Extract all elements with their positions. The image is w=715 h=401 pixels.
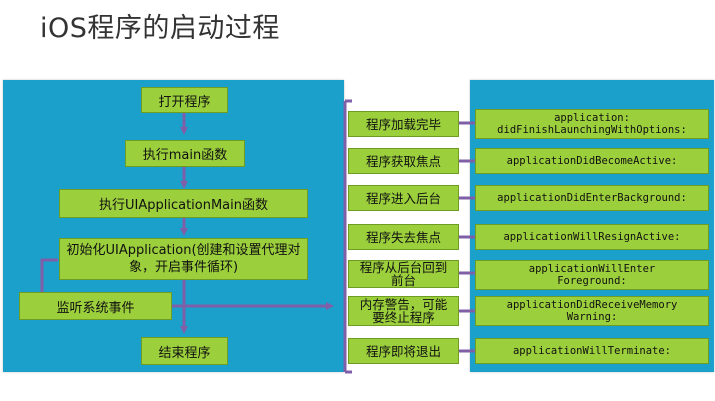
state-enter-background: 程序进入后台: [348, 185, 459, 211]
state-finish-launching: 程序加载完毕: [348, 111, 459, 137]
method-did-receive-memory-warning: applicationDidReceiveMemory Warning:: [475, 296, 709, 326]
method-will-resign-active: applicationWillResignActive:: [475, 224, 709, 250]
end-app-node: 结束程序: [141, 337, 228, 365]
listen-events-node: 监听系统事件: [19, 292, 172, 320]
method-did-finish-launching: application: didFinishLaunchingWithOptio…: [475, 109, 709, 139]
init-uiapplication-node: 初始化UIApplication(创建和设置代理对象，开启事件循环): [59, 238, 308, 280]
flow-panel: [3, 80, 344, 372]
page-title: iOS程序的启动过程: [40, 13, 280, 44]
method-did-become-active: applicationDidBecomeActive:: [475, 148, 709, 174]
method-did-enter-background: applicationDidEnterBackground:: [475, 185, 709, 211]
state-memory-warning: 内存警告，可能要终止程序: [348, 296, 459, 326]
open-app-node: 打开程序: [141, 87, 228, 113]
uiapplicationmain-node: 执行UIApplicationMain函数: [59, 189, 308, 218]
state-resign-active: 程序失去焦点: [348, 224, 459, 250]
method-will-terminate: applicationWillTerminate:: [475, 338, 709, 364]
state-enter-foreground: 程序从后台回到前台: [348, 260, 459, 288]
state-become-active: 程序获取焦点: [348, 148, 459, 174]
method-will-enter-foreground: applicationWillEnter Foreground:: [475, 260, 709, 290]
main-function-node: 执行main函数: [125, 140, 245, 167]
state-will-terminate: 程序即将退出: [348, 338, 459, 364]
